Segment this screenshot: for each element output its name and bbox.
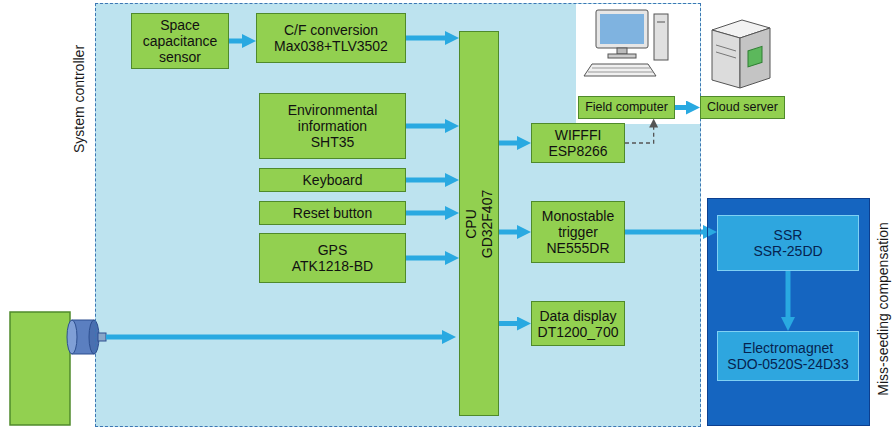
actuator-box: SSRSSR-25DD (717, 215, 859, 271)
icon-ground (576, 4, 700, 124)
computer-icon (584, 10, 668, 76)
signal-arrow (786, 271, 791, 323)
box-text: GPS (318, 242, 348, 258)
input-box: Reset button (259, 201, 406, 225)
signal-arrow (406, 178, 451, 183)
module-box: Data displayDT1200_700 (531, 301, 625, 346)
signal-arrow (625, 230, 709, 235)
module-box: WIFFFIESP8266 (531, 123, 625, 163)
box-text: Reset button (293, 205, 372, 221)
device-label-box: Field computer (578, 96, 675, 119)
box-text: Data display (539, 308, 616, 324)
box-text: SSR-25DD (753, 243, 822, 259)
box-text: Field computer (585, 100, 668, 115)
signal-arrow (406, 36, 451, 41)
signal-arrow (675, 105, 692, 110)
device-label-box: Cloud server (700, 96, 785, 119)
box-text: Monostable trigger (532, 208, 624, 240)
module-box: C/F conversionMax038+TLV3502 (256, 13, 406, 63)
sensor-body (10, 312, 70, 425)
box-text: GD32F407 (479, 189, 495, 257)
wireless-link (625, 124, 654, 143)
box-text: Keyboard (303, 172, 363, 188)
compensation-ground (707, 198, 870, 426)
box-text: Cloud server (707, 100, 778, 115)
signal-arrow (406, 124, 451, 129)
actuator-box: ElectromagnetSDO-0520S-24D33 (717, 331, 859, 381)
signal-arrow (229, 39, 248, 44)
signal-arrow (499, 141, 523, 146)
input-box: Keyboard (259, 168, 406, 192)
box-text: ESP8266 (548, 143, 607, 159)
signal-arrow (406, 256, 451, 261)
group-label: System controller (71, 45, 87, 153)
controller-group: System controllerSpace capacitance senso… (95, 3, 701, 427)
encoder-signal-arrow (106, 335, 448, 340)
box-text: NE555DR (546, 240, 609, 256)
signal-arrow (406, 211, 451, 216)
compensation-group: Miss-seeding compensationSSRSSR-25DDElec… (707, 198, 870, 426)
module-box: GPSATK1218-BD (259, 233, 406, 283)
box-text: Environmental information (260, 102, 405, 134)
box-text: SHT35 (311, 134, 355, 150)
box-text: CPU (463, 209, 479, 239)
signal-arrow (499, 321, 523, 326)
sensor-box: Space capacitance sensor (131, 13, 229, 69)
box-text: SSR (774, 227, 803, 243)
controller-ground (95, 3, 701, 427)
box-text: C/F conversion (284, 22, 378, 38)
box-text: DT1200_700 (538, 324, 619, 340)
box-text: Space capacitance sensor (132, 17, 228, 65)
box-text: Electromagnet (743, 340, 833, 356)
box-text: Max038+TLV3502 (274, 38, 388, 54)
signal-arrow (499, 230, 523, 235)
module-box: Environmental informationSHT35 (259, 93, 406, 159)
group-label: Miss-seeding compensation (875, 222, 891, 396)
encoder-symbol (67, 320, 106, 354)
box-text: SDO-0520S-24D33 (727, 356, 848, 372)
cpu-box: CPUGD32F407 (459, 31, 499, 416)
box-text: ATK1218-BD (292, 258, 373, 274)
rotated-text-group: CPUGD32F407 (463, 37, 495, 410)
module-box: Monostable triggerNE555DR (531, 201, 625, 263)
server-icon (712, 20, 770, 88)
box-text: WIFFFI (555, 127, 602, 143)
